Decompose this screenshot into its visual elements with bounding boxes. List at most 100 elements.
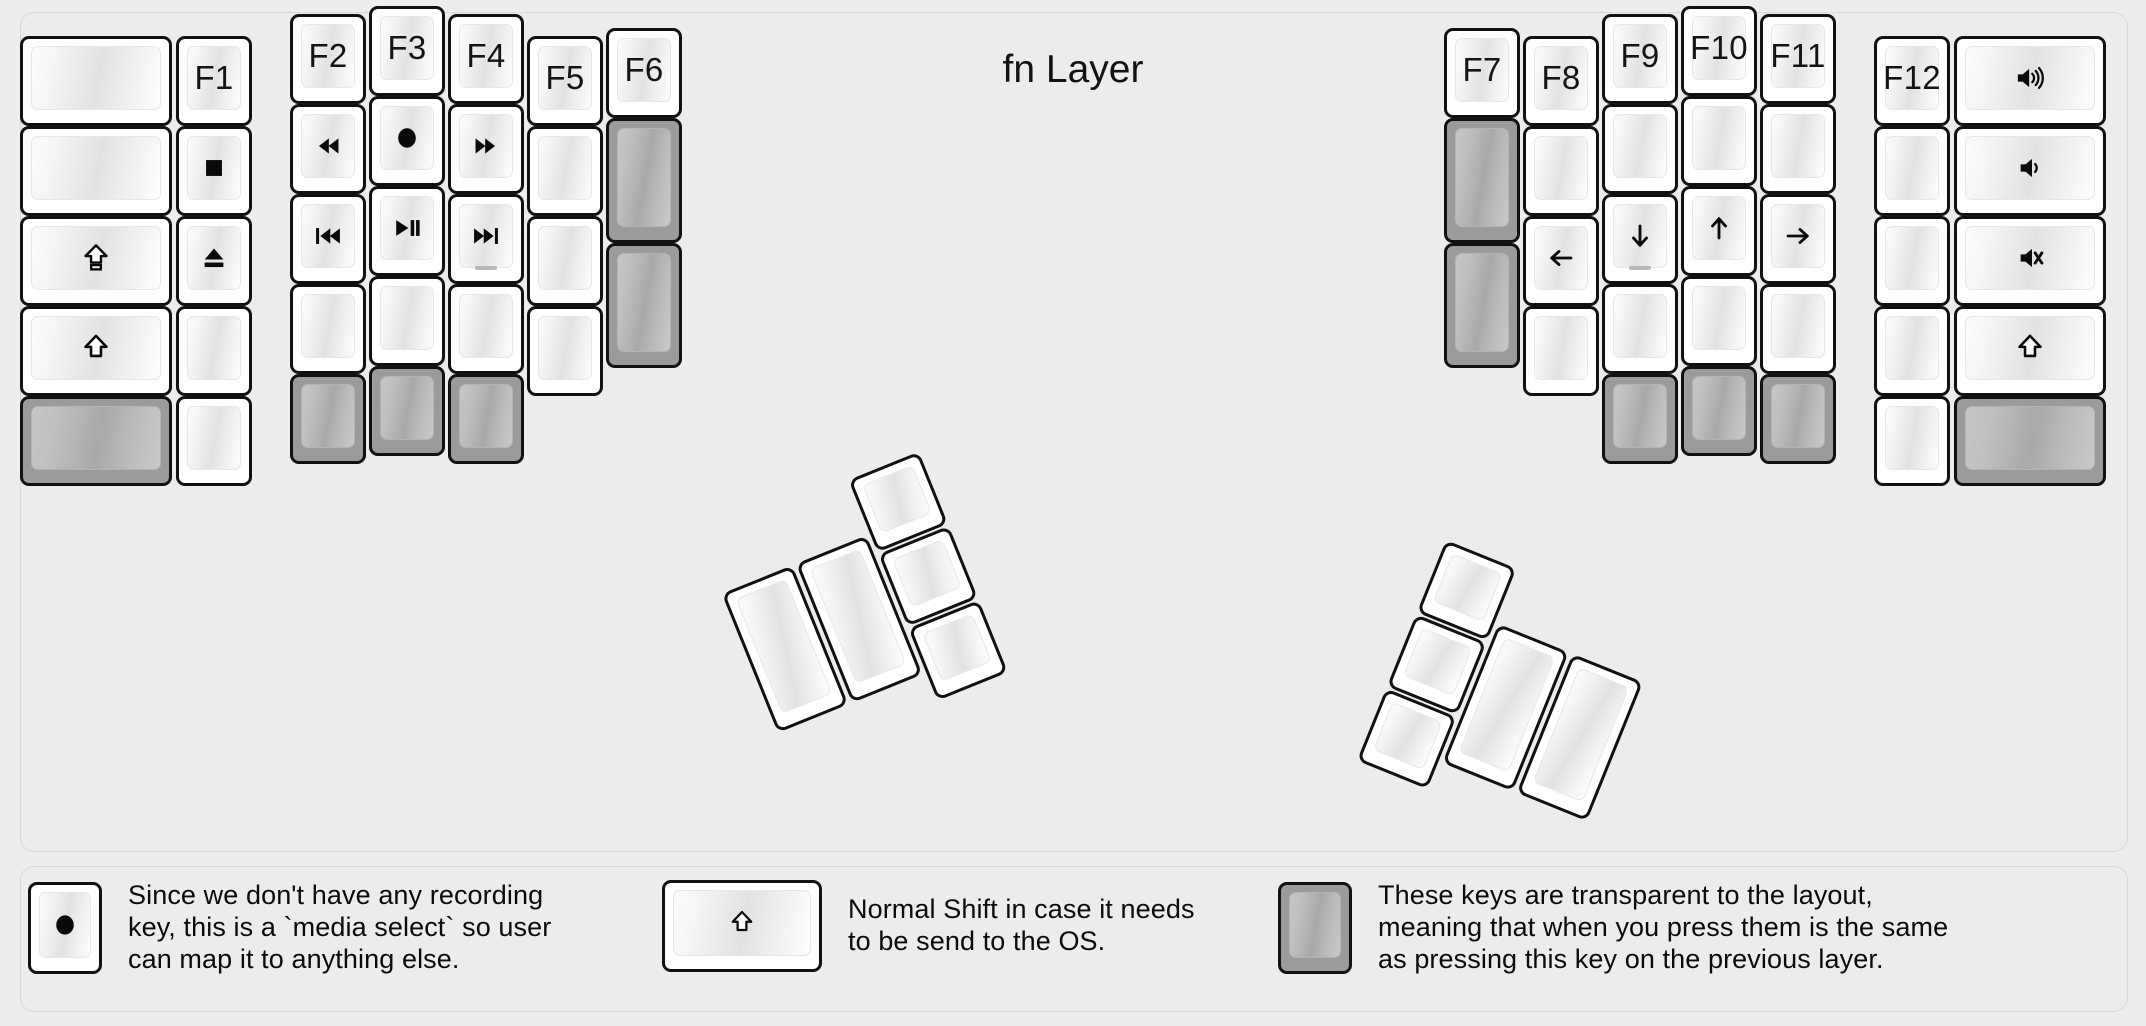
key-f12[interactable]: F12 bbox=[1874, 36, 1950, 126]
key-transparent-2[interactable] bbox=[290, 374, 366, 464]
key-arrow-right[interactable] bbox=[1760, 194, 1836, 284]
key-mute[interactable] bbox=[1954, 216, 2106, 306]
keycap-face bbox=[459, 204, 513, 268]
stop-icon bbox=[206, 160, 222, 176]
key-blank-9[interactable] bbox=[527, 216, 603, 306]
keycap-face bbox=[1455, 253, 1509, 352]
key-arrow-down[interactable] bbox=[1602, 194, 1678, 284]
keycap-face: F12 bbox=[1883, 46, 1941, 110]
key-caps-lock[interactable] bbox=[20, 216, 172, 306]
key-shift-right[interactable] bbox=[1954, 306, 2106, 396]
key-f4[interactable]: F4 bbox=[448, 14, 524, 104]
keycap-face bbox=[1534, 316, 1588, 380]
key-blank-22[interactable] bbox=[1874, 396, 1950, 486]
key-transparent-5[interactable] bbox=[606, 118, 682, 243]
keycap-face bbox=[1613, 114, 1667, 178]
key-blank-12[interactable] bbox=[1523, 306, 1599, 396]
key-volume-down[interactable] bbox=[1954, 126, 2106, 216]
keycap-face: F8 bbox=[1534, 46, 1588, 110]
keycap-legend: F6 bbox=[624, 51, 664, 88]
key-next-track[interactable] bbox=[448, 194, 524, 284]
keycap-face bbox=[1885, 406, 1939, 470]
key-blank-7[interactable] bbox=[448, 284, 524, 374]
key-f1[interactable]: F1 bbox=[176, 36, 252, 126]
keycap-legend: F12 bbox=[1883, 59, 1941, 96]
key-f3[interactable]: F3 bbox=[369, 6, 445, 96]
key-transparent-11[interactable] bbox=[1760, 374, 1836, 464]
keycap-face bbox=[31, 136, 161, 200]
keycap-legend: F2 bbox=[308, 37, 348, 74]
key-record[interactable] bbox=[369, 96, 445, 186]
key-prev-track[interactable] bbox=[290, 194, 366, 284]
keycap-legend: F4 bbox=[466, 37, 506, 74]
key-blank-15[interactable] bbox=[1681, 96, 1757, 186]
key-blank-16[interactable] bbox=[1681, 276, 1757, 366]
key-transparent-9[interactable] bbox=[1602, 374, 1678, 464]
key-f7[interactable]: F7 bbox=[1444, 28, 1520, 118]
key-blank-21[interactable] bbox=[1874, 306, 1950, 396]
key-blank-3[interactable] bbox=[176, 306, 252, 396]
keycap-face bbox=[1534, 226, 1588, 290]
keycap-face bbox=[1771, 384, 1825, 448]
key-blank-17[interactable] bbox=[1760, 104, 1836, 194]
keycap-face bbox=[1534, 136, 1588, 200]
keycap-legend: F8 bbox=[1541, 59, 1581, 96]
keycap-face bbox=[187, 226, 241, 290]
key-transparent-8[interactable] bbox=[1444, 243, 1520, 368]
shift-icon bbox=[84, 334, 108, 358]
key-blank-8[interactable] bbox=[527, 126, 603, 216]
key-blank-14[interactable] bbox=[1602, 284, 1678, 374]
caps-lock-icon bbox=[84, 244, 108, 271]
key-f9[interactable]: F9 bbox=[1602, 14, 1678, 104]
key-transparent-6[interactable] bbox=[606, 243, 682, 368]
key-shift-left[interactable] bbox=[20, 306, 172, 396]
key-transparent-3[interactable] bbox=[369, 366, 445, 456]
key-blank-20[interactable] bbox=[1874, 216, 1950, 306]
key-f10[interactable]: F10 bbox=[1681, 6, 1757, 96]
keycap-face bbox=[1613, 384, 1667, 448]
key-blank-2[interactable] bbox=[20, 126, 172, 216]
key-blank-19[interactable] bbox=[1874, 126, 1950, 216]
key-arrow-up[interactable] bbox=[1681, 186, 1757, 276]
key-blank-6[interactable] bbox=[369, 276, 445, 366]
key-blank-10[interactable] bbox=[527, 306, 603, 396]
keycap-face bbox=[187, 406, 241, 470]
key-transparent-7[interactable] bbox=[1444, 118, 1520, 243]
key-volume-up[interactable] bbox=[1954, 36, 2106, 126]
keycap-face bbox=[380, 376, 434, 440]
key-transparent-12[interactable] bbox=[1954, 396, 2106, 486]
keycap-face: F3 bbox=[380, 16, 434, 80]
legend-transparent-keycap bbox=[1278, 881, 1352, 974]
key-blank-13[interactable] bbox=[1602, 104, 1678, 194]
keycap-face bbox=[1455, 128, 1509, 227]
key-stop[interactable] bbox=[176, 126, 252, 216]
key-rewind[interactable] bbox=[290, 104, 366, 194]
key-blank-5[interactable] bbox=[290, 284, 366, 374]
key-transparent-10[interactable] bbox=[1681, 366, 1757, 456]
keycap-face bbox=[31, 406, 161, 470]
key-f8[interactable]: F8 bbox=[1523, 36, 1599, 126]
key-blank-18[interactable] bbox=[1760, 284, 1836, 374]
key-f2[interactable]: F2 bbox=[290, 14, 366, 104]
arrow-down-icon bbox=[1632, 224, 1648, 247]
volume-down-icon bbox=[2020, 158, 2038, 178]
key-f6[interactable]: F6 bbox=[606, 28, 682, 118]
keycap-face bbox=[1432, 553, 1503, 622]
key-blank-11[interactable] bbox=[1523, 126, 1599, 216]
keycap-face bbox=[380, 286, 434, 350]
key-f11[interactable]: F11 bbox=[1760, 14, 1836, 104]
rewind-icon bbox=[318, 138, 339, 154]
keycap-face bbox=[31, 46, 161, 110]
key-blank-1[interactable] bbox=[20, 36, 172, 126]
key-play-pause[interactable] bbox=[369, 186, 445, 276]
key-transparent-1[interactable] bbox=[20, 396, 172, 486]
keycap-face bbox=[459, 114, 513, 178]
key-transparent-4[interactable] bbox=[448, 374, 524, 464]
key-f5[interactable]: F5 bbox=[527, 36, 603, 126]
key-fast-forward[interactable] bbox=[448, 104, 524, 194]
key-blank-4[interactable] bbox=[176, 396, 252, 486]
key-arrow-left[interactable] bbox=[1523, 216, 1599, 306]
keycap-face: F1 bbox=[187, 46, 241, 110]
legend-shift-text: Normal Shift in case it needs to be send… bbox=[848, 894, 1195, 956]
key-eject[interactable] bbox=[176, 216, 252, 306]
